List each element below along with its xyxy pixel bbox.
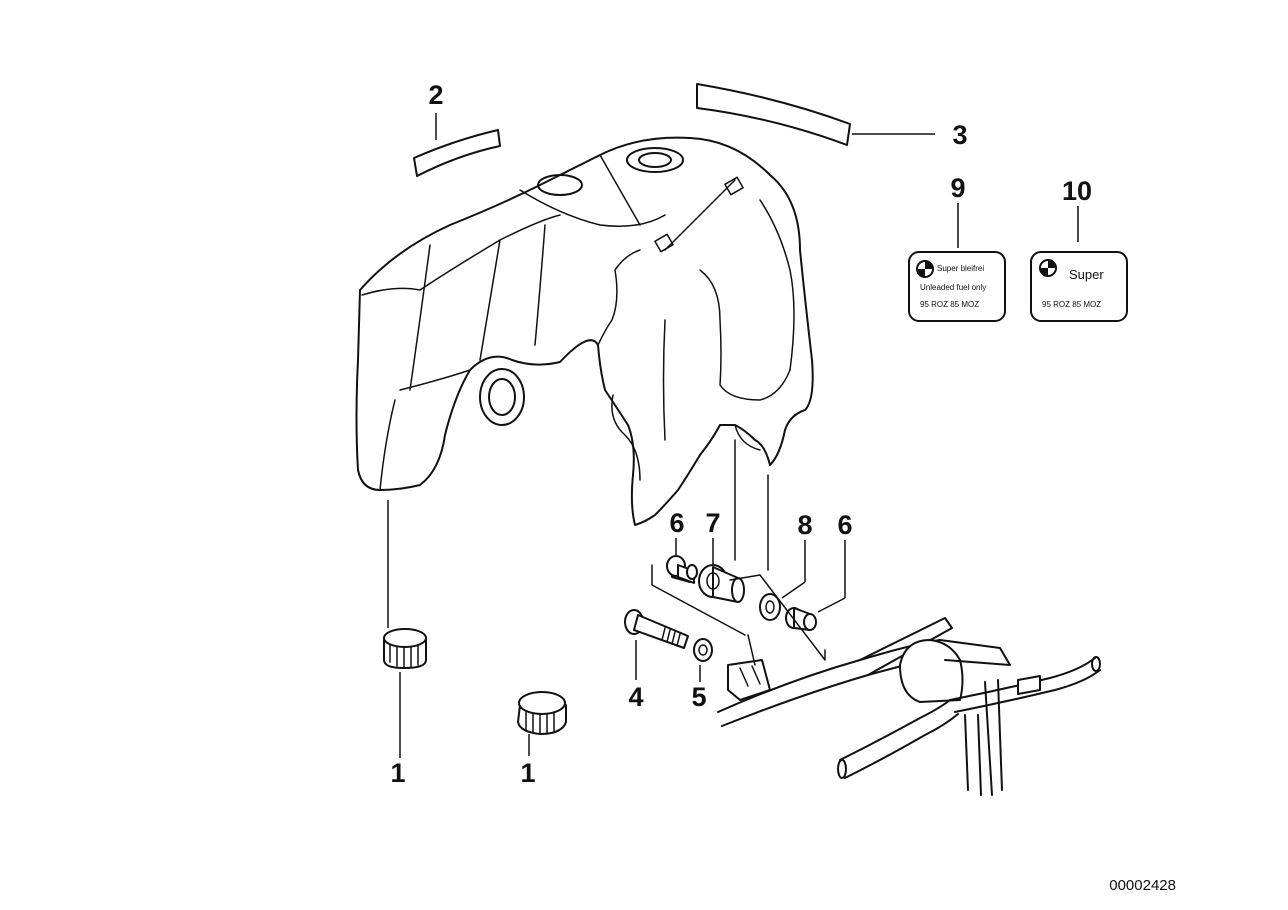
label10-line2: 95 ROZ 85 MOZ bbox=[1042, 300, 1101, 309]
document-number: 00002428 bbox=[1109, 877, 1176, 894]
part-5-washer bbox=[693, 638, 713, 662]
part-2-decal-strip bbox=[413, 129, 501, 177]
fuel-tank bbox=[355, 136, 814, 526]
label9-line1: Super bleifrei bbox=[937, 264, 984, 273]
part-8-washer bbox=[759, 593, 781, 621]
callout-5: 5 bbox=[691, 682, 706, 712]
callout-10: 10 bbox=[1062, 176, 1092, 206]
label9-line2: Unleaded fuel only bbox=[920, 283, 986, 292]
callout-1-right: 1 bbox=[520, 758, 535, 788]
part-4-bolt bbox=[624, 609, 689, 649]
part-10-fuel-label: Super 95 ROZ 85 MOZ bbox=[1030, 251, 1128, 322]
part-1-rubber-buffer bbox=[383, 628, 427, 669]
callout-6-left: 6 bbox=[669, 508, 684, 538]
callout-2: 2 bbox=[428, 80, 443, 110]
part-6-bushing-second bbox=[785, 607, 817, 631]
label9-line3: 95 ROZ 85 MOZ bbox=[920, 300, 979, 309]
label10-line1: Super bbox=[1069, 267, 1104, 282]
part-9-fuel-label: Super bleifrei Unleaded fuel only 95 ROZ… bbox=[908, 251, 1006, 322]
frame bbox=[651, 439, 1101, 796]
part-3-decal-strip bbox=[696, 83, 851, 146]
part-7-rubber-mount bbox=[698, 564, 745, 603]
callout-1-left: 1 bbox=[390, 758, 405, 788]
callout-9: 9 bbox=[950, 173, 965, 203]
callout-8: 8 bbox=[797, 510, 812, 540]
callout-6-right: 6 bbox=[837, 510, 852, 540]
callout-3: 3 bbox=[952, 120, 967, 150]
callout-4: 4 bbox=[628, 682, 643, 712]
part-6-bushing bbox=[666, 555, 698, 584]
part-1-rubber-buffer-second bbox=[517, 691, 567, 735]
leader-lines bbox=[387, 113, 1079, 758]
callout-7: 7 bbox=[705, 508, 720, 538]
